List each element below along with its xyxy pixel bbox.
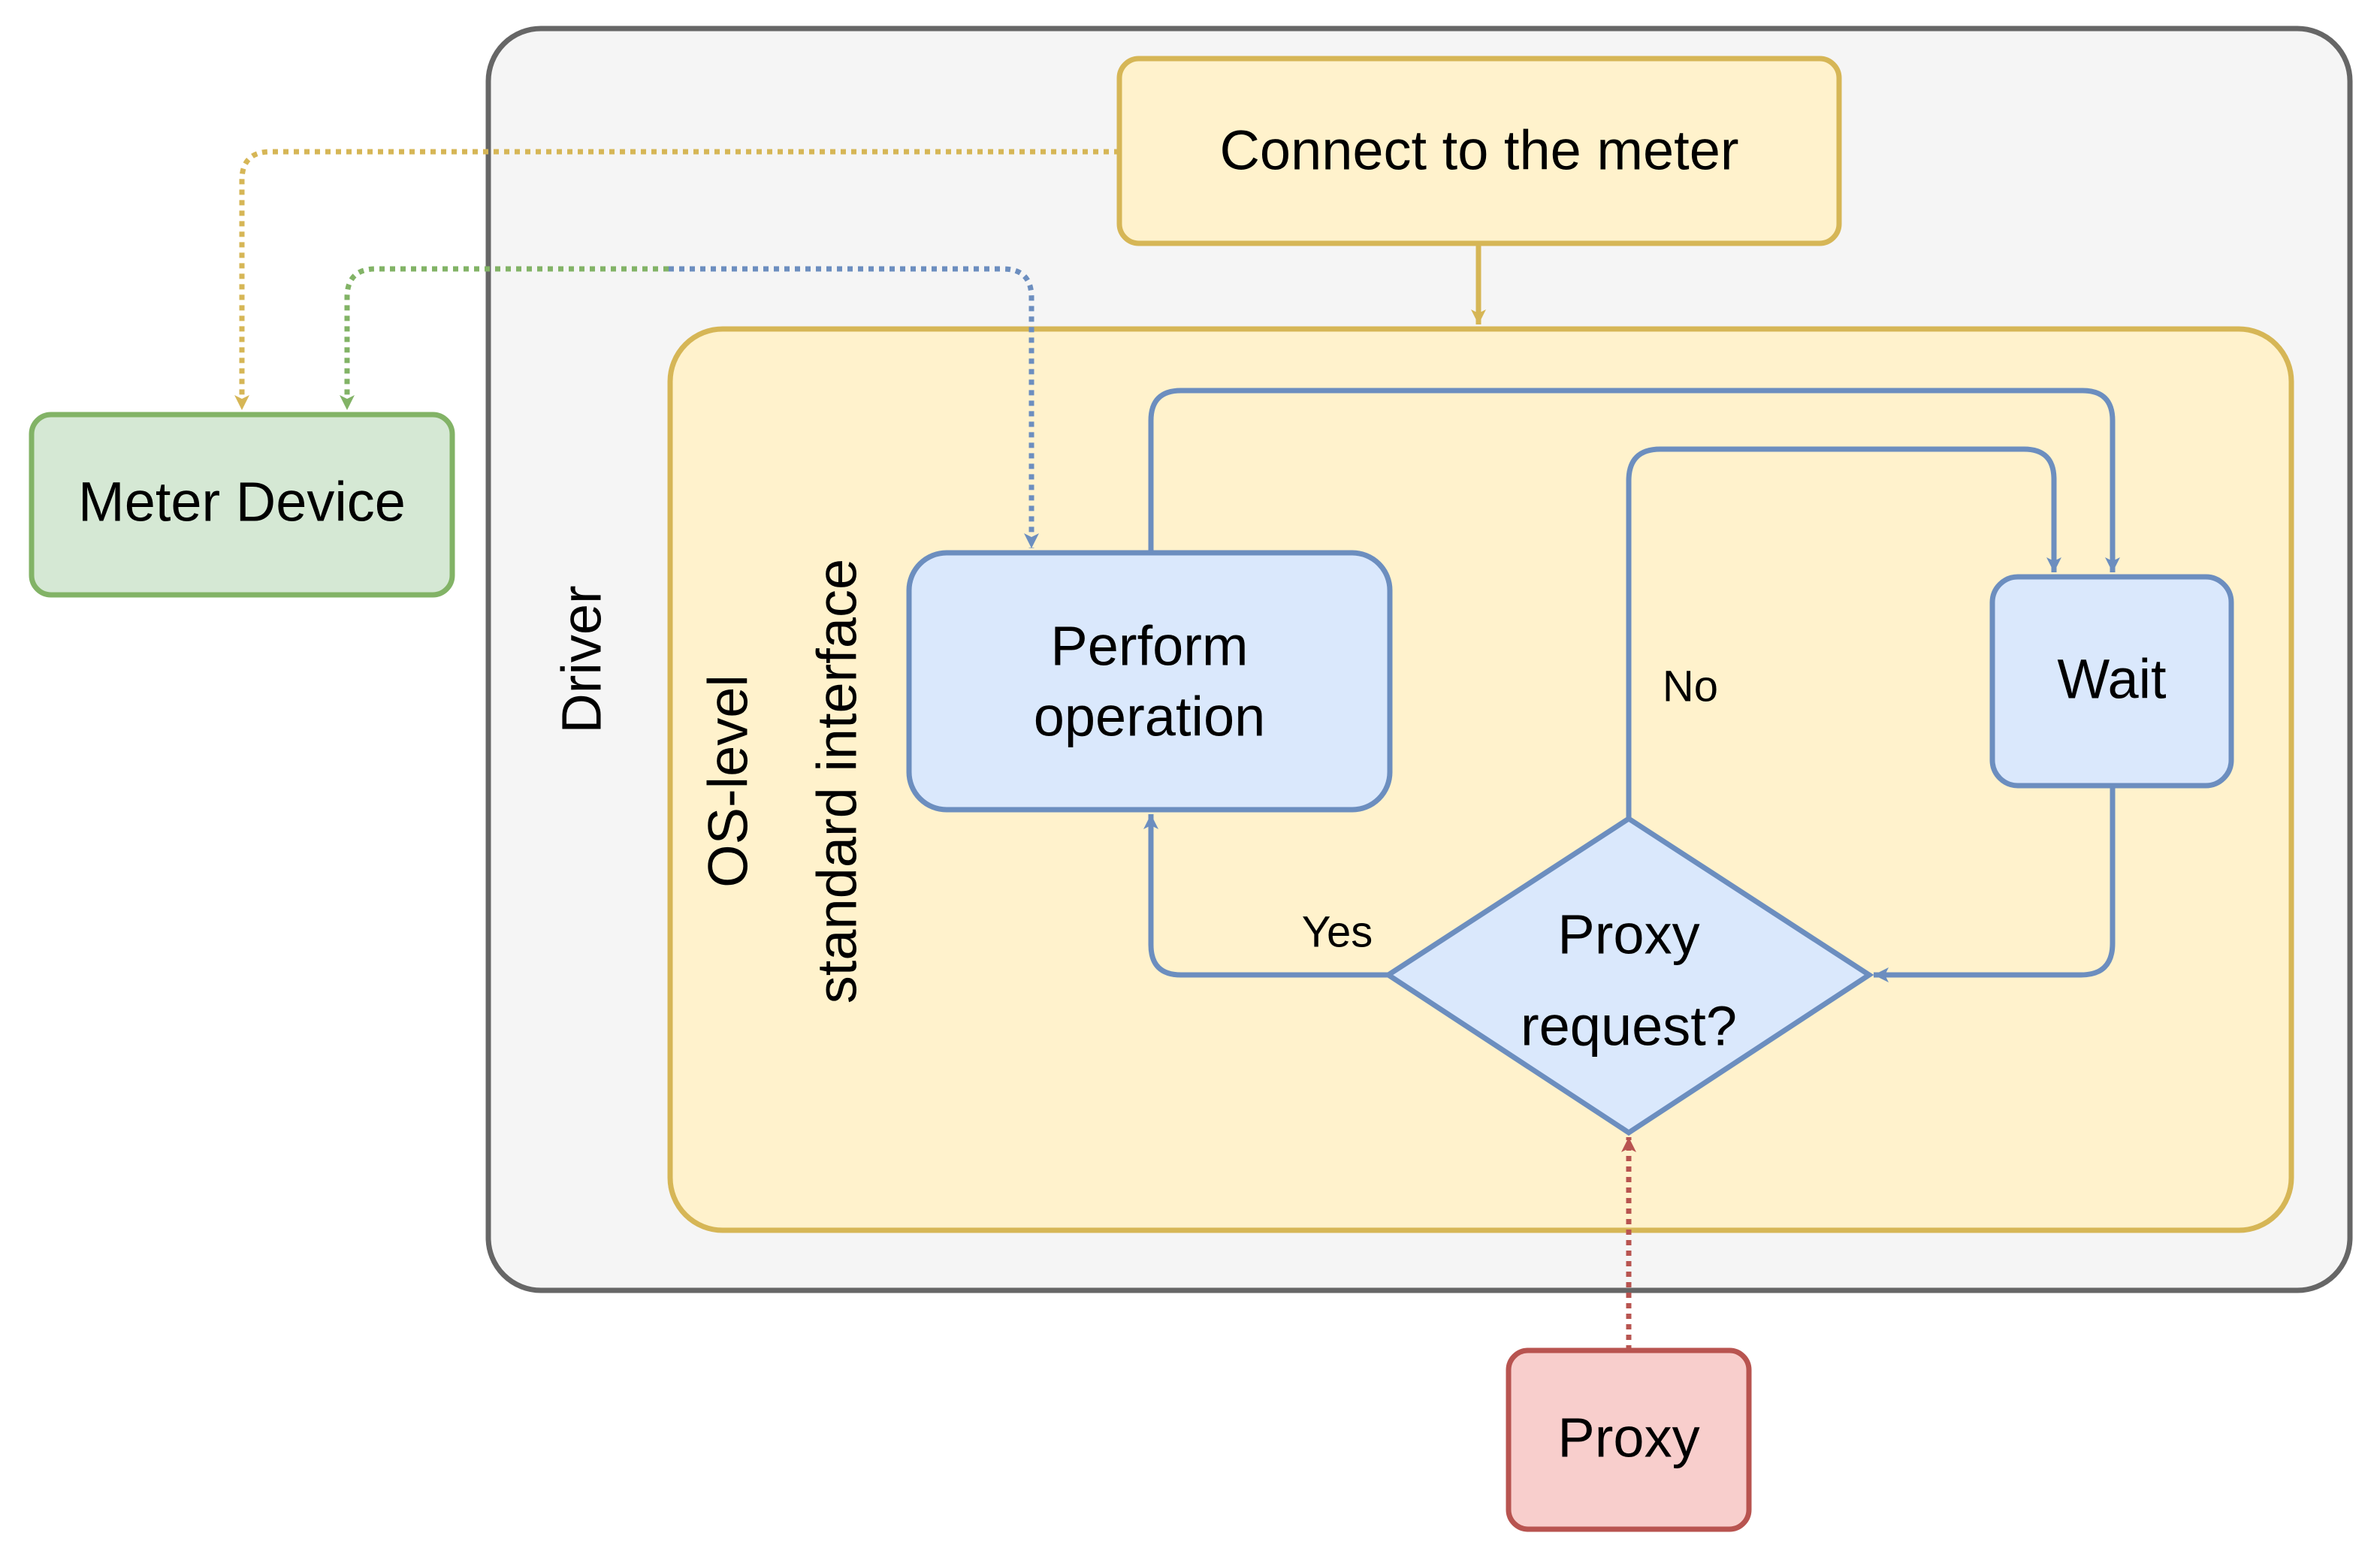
connect-label: Connect to the meter — [1219, 119, 1738, 182]
edge-decision-yes-to-perform — [1143, 814, 1388, 978]
perform-operation-node — [906, 550, 1393, 813]
yes-label: Yes — [1302, 907, 1373, 956]
edge-meter-to-perform-blue — [669, 266, 1039, 548]
os-interface-label-line2: standard interface — [806, 559, 868, 1003]
meter-device-label: Meter Device — [78, 471, 406, 533]
edge-decision-no-to-wait — [1626, 446, 2061, 819]
no-label: No — [1663, 662, 1718, 711]
proxy-request-decision — [1383, 815, 1874, 1136]
proxy-label: Proxy — [1557, 1407, 1699, 1469]
perform-label-line1: Perform — [1050, 615, 1248, 677]
edge-connect-to-meter — [234, 149, 1119, 410]
driver-label: Driver — [551, 585, 613, 733]
edge-perform-to-wait — [1148, 388, 2120, 572]
decision-label-line1: Proxy — [1557, 904, 1699, 966]
decision-label-line2: request? — [1521, 995, 1737, 1058]
meter-device-node — [29, 412, 455, 598]
os-interface-label-line1: OS-level — [697, 674, 760, 888]
edge-wait-to-decision — [1874, 786, 2116, 982]
edge-perform-to-meter-green — [340, 266, 669, 410]
wait-label: Wait — [2057, 648, 2167, 711]
perform-label-line2: operation — [1034, 686, 1266, 748]
